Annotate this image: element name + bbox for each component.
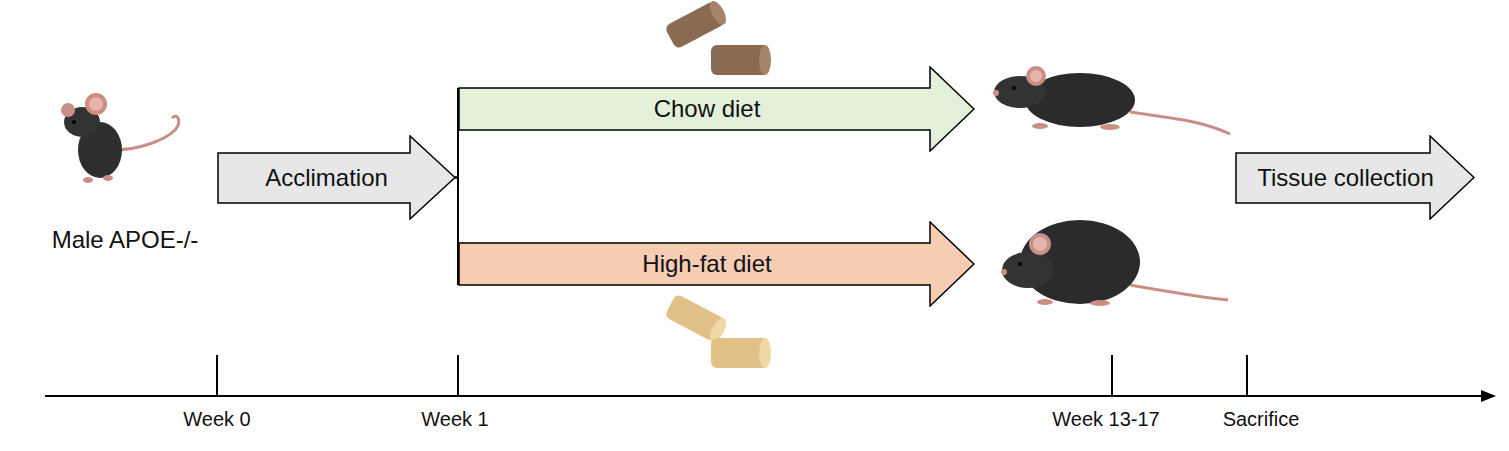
step-arrow: Acclimation [217, 135, 456, 220]
diet-arrow: Chow diet [458, 66, 975, 152]
arrow-label: Acclimation [221, 153, 432, 203]
step-arrow: Tissue collection [1235, 135, 1475, 220]
timeline-label: Sacrifice [1223, 408, 1300, 431]
mouse-illustration [61, 93, 179, 183]
timeline-arrowhead [1481, 390, 1496, 402]
timeline-label: Week 0 [183, 408, 250, 431]
branch-line [455, 88, 458, 178]
high-fat-pellets [664, 293, 771, 368]
chow-pellets [664, 0, 771, 75]
timeline-label: Week 1 [421, 408, 488, 431]
lean-mouse-illustration [993, 66, 1230, 134]
subject-label: Male APOE-/- [52, 226, 199, 254]
diet-arrow: High-fat diet [458, 221, 975, 307]
arrow-label: High-fat diet [462, 243, 952, 285]
timeline-label: Week 13-17 [1052, 408, 1159, 431]
arrow-label: Tissue collection [1239, 153, 1452, 203]
branch-line [455, 178, 458, 286]
obese-mouse-illustration [1001, 220, 1228, 306]
arrow-label: Chow diet [462, 88, 952, 130]
timeline-axis [45, 395, 1482, 397]
